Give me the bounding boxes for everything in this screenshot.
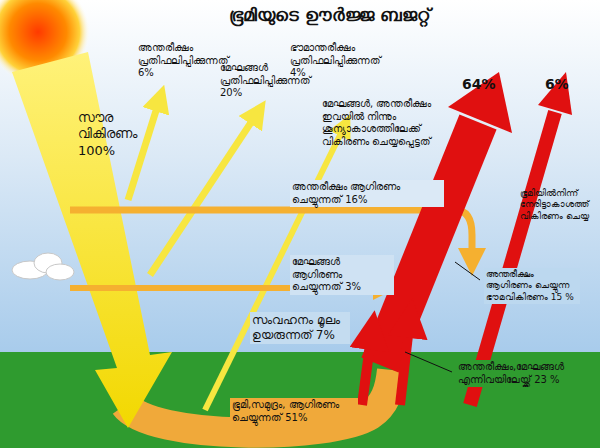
value-label: മേഘങ്ങൾ, അന്തരീക്ഷം ഇവയിൽ നിന്നും ശൂന്യാ… <box>322 98 462 148</box>
value-label: സൗര വികിരണം 100% <box>78 110 148 159</box>
value-label: അന്തരീക്ഷം ആഗിരണം ചെയ്യുന്നത് 16% <box>290 180 444 207</box>
diagram-title: ഭൂമിയുടെ ഊർജ്ജ ബജറ്റ് <box>200 4 460 27</box>
value-label: അന്തരീക്ഷം പ്രതിഫലിപ്പിക്കുന്നത് 6% <box>138 42 216 80</box>
value-label: ഭൗമാന്തരീക്ഷം പ്രതിഫലിപ്പിക്കുന്നത് 4% <box>290 42 386 80</box>
value-label: മേഘങ്ങൾ ആഗിരണം ചെയ്യുന്നത് 3% <box>290 255 394 295</box>
value-label: 6% <box>545 76 581 94</box>
value-label: അന്തരീക്ഷം ആഗിരണം ചെയ്യുന്ന ഭൗമവികിരണം 1… <box>484 268 580 304</box>
value-label: സംവഹനം മൂലം ഉയരുന്നത് 7% <box>250 312 350 344</box>
value-label: ഭൂമിയിൽനിന്ന് നേരിട്ടാകാശത്ത് വികിരണം ചെ… <box>520 188 596 222</box>
value-label: 64% <box>462 76 506 94</box>
value-label: ഭൂമി,സമുദ്രം, ആഗിരണം ചെയ്യുന്നത് 51% <box>230 398 358 425</box>
value-label: അന്തരീക്ഷം,മേഘങ്ങൾ എന്നിവയിലേയ്ക്ക് 23 % <box>456 360 594 387</box>
